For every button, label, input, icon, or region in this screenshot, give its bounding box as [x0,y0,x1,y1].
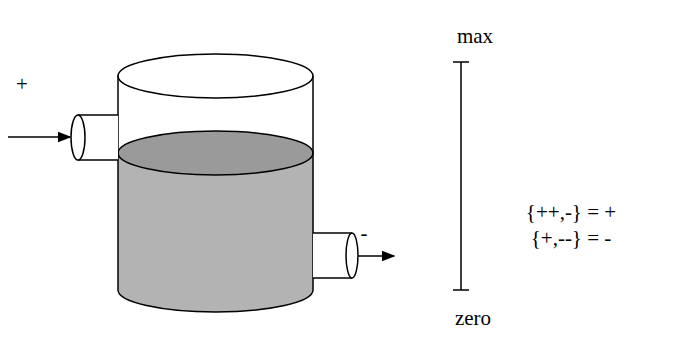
liquid-surface [118,131,313,175]
outflow-arrow [358,255,394,257]
rule-text: {++,-} = + [526,202,616,223]
zero-label: zero [455,308,491,329]
inlet-pipe [78,114,118,116]
scale-tick [453,61,469,63]
outlet-pipe [313,232,352,234]
tank-bottom [118,290,313,312]
outflow-sign: - [361,223,368,244]
tank-wall [117,76,119,290]
liquid [118,153,313,312]
outlet-opening [346,233,358,278]
tank-top [118,54,313,98]
scale-tick [453,289,469,291]
max-label: max [457,26,493,47]
inlet-pipe [78,159,118,161]
level-scale [460,62,462,290]
inflow-arrow [8,136,70,138]
inlet-opening [71,115,85,160]
outlet-pipe [313,277,352,279]
rule-text: {+,--} = - [531,228,612,249]
inflow-sign: + [16,74,28,95]
